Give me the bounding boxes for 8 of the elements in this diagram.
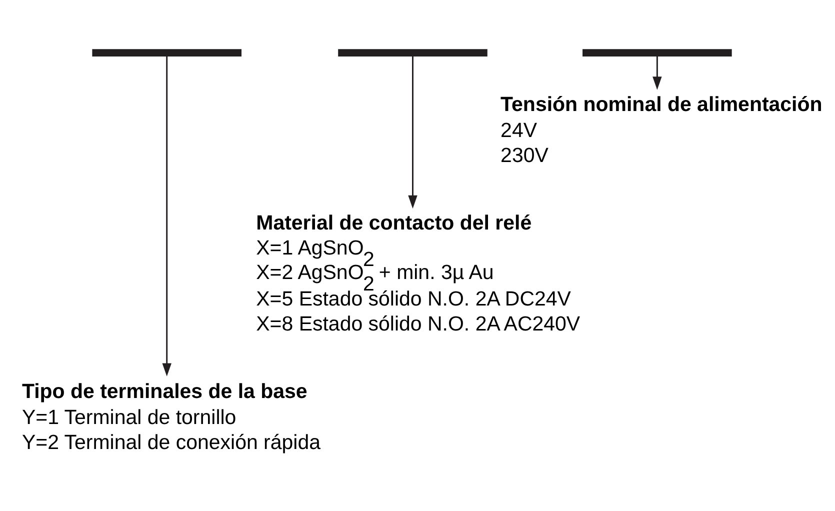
node-bar [92,49,242,56]
arrow [408,56,418,209]
node-bar [338,49,488,56]
arrow [162,56,172,376]
arrow [652,56,662,90]
node-bar [582,49,732,56]
node-text: Tipo de terminales de la base Y=1 Terminal de tornillo Y=2 Terminal de conexión rápida [22,380,320,454]
node-text: Tensión nominal de alimentación 24V 230V [500,92,822,168]
